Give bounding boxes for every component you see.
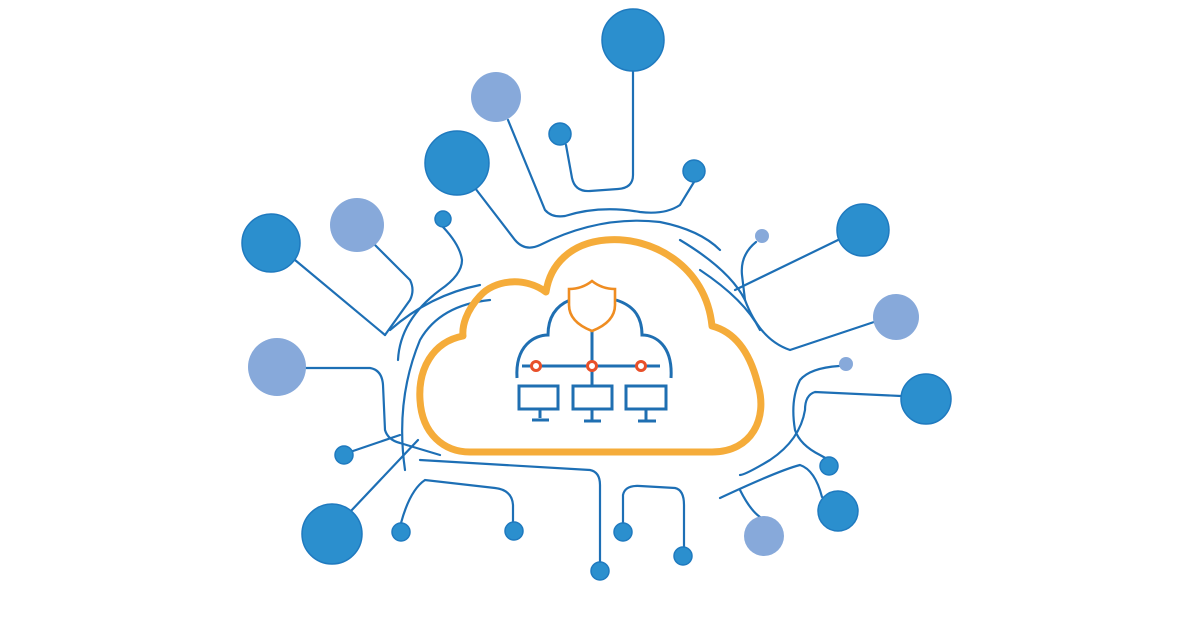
dot: [755, 229, 769, 243]
network-diagram: [515, 279, 673, 423]
dot: [504, 521, 524, 541]
circuit-wires: [293, 69, 903, 564]
monitor-icon: [571, 384, 614, 423]
dot: [330, 198, 384, 252]
dot: [241, 213, 301, 273]
dot: [471, 72, 521, 122]
dot: [248, 338, 306, 396]
dot: [682, 159, 706, 183]
dot: [744, 516, 784, 556]
dot: [873, 294, 919, 340]
shield-icon: [567, 279, 617, 333]
dot: [613, 522, 633, 542]
dot: [548, 122, 572, 146]
dot: [391, 522, 411, 542]
network-node: [530, 360, 542, 372]
network-arc-left: [515, 298, 571, 379]
dot: [673, 546, 693, 566]
dot: [836, 203, 890, 257]
monitor-icon: [624, 384, 668, 423]
dot: [900, 373, 952, 425]
dots: [241, 8, 952, 581]
dot: [301, 503, 363, 565]
dot: [424, 130, 490, 196]
dot: [819, 456, 839, 476]
dot: [839, 357, 853, 371]
network-node: [586, 360, 598, 372]
dot: [334, 445, 354, 465]
network-arc-right: [615, 298, 673, 379]
dot: [817, 490, 859, 532]
network-node: [635, 360, 647, 372]
monitor-icon: [517, 384, 560, 422]
dot: [590, 561, 610, 581]
cloud-outline: [416, 236, 765, 456]
dot: [434, 210, 452, 228]
dot: [601, 8, 665, 72]
